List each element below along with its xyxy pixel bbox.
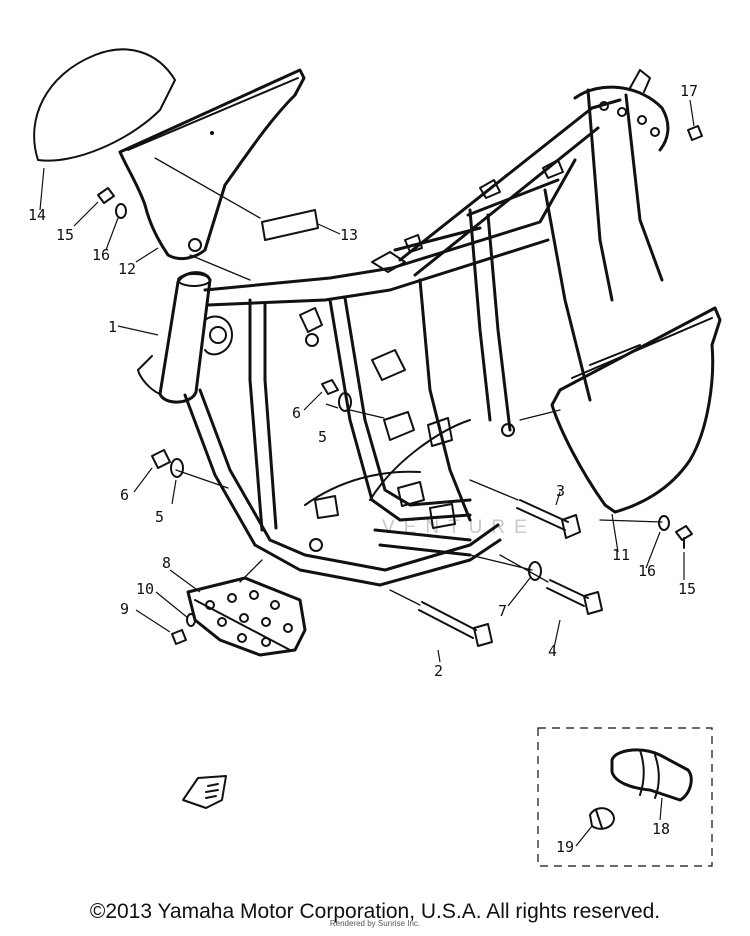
part-15-screw-right — [675, 525, 693, 549]
part-3-bolt — [516, 499, 581, 539]
callout-4: 4 — [548, 642, 557, 660]
part-9-bolt — [171, 629, 187, 645]
part-6-nut-upper — [321, 379, 339, 395]
part-15-screw-upper — [97, 187, 115, 204]
part-16-washer-upper — [115, 203, 127, 219]
part-19-cap — [589, 807, 615, 830]
part-10-washer — [186, 613, 196, 627]
callout-17: 17 — [680, 82, 698, 100]
part-1-frame — [137, 69, 670, 587]
assembly-lines — [154, 157, 663, 606]
callout-15-right: 15 — [678, 580, 696, 598]
render-credit-note: Rendered by Sunrise Inc. — [329, 919, 421, 928]
callout-3: 3 — [556, 482, 565, 500]
part-12-front-plate — [118, 68, 306, 261]
callout-6-upper: 6 — [292, 404, 301, 422]
leader-lines — [39, 99, 695, 847]
callout-labels: 1 2 3 4 5 5 6 6 7 8 9 10 11 12 13 14 15 … — [28, 82, 698, 856]
watermark-text: VENTURE — [382, 517, 536, 538]
part-14-number-plate — [33, 48, 176, 162]
callout-15-upper: 15 — [56, 226, 74, 244]
callout-7: 7 — [498, 602, 507, 620]
callout-18: 18 — [652, 820, 670, 838]
part-5-washer-lower — [170, 458, 184, 478]
part-6-nut-lower — [151, 449, 171, 469]
part-13-decal — [261, 209, 319, 241]
part-18-boot — [610, 748, 693, 802]
watermark: VENTURE — [382, 517, 536, 538]
callout-16-right: 16 — [638, 562, 656, 580]
callout-1: 1 — [108, 318, 117, 336]
callout-12: 12 — [118, 260, 136, 278]
part-11-side-cover — [550, 306, 722, 514]
callout-10: 10 — [136, 580, 154, 598]
callout-8: 8 — [162, 554, 171, 572]
tag-label — [182, 775, 227, 809]
callout-6-lower: 6 — [120, 486, 129, 504]
part-5-washer-upper — [338, 392, 352, 412]
part-17-bolt — [687, 125, 703, 141]
callout-5-upper: 5 — [318, 428, 327, 446]
callout-9: 9 — [120, 600, 129, 618]
callout-13: 13 — [340, 226, 358, 244]
part-16-washer-right — [658, 515, 670, 531]
callout-11: 11 — [612, 546, 630, 564]
part-2-long-bolt — [418, 601, 493, 647]
optional-parts-box — [537, 727, 713, 867]
part-8-skid-plate — [186, 576, 307, 657]
callout-14: 14 — [28, 206, 46, 224]
copyright-notice: ©2013 Yamaha Motor Corporation, U.S.A. A… — [89, 900, 661, 923]
callout-5-lower: 5 — [155, 508, 164, 526]
callout-19: 19 — [556, 838, 574, 856]
part-4-bolt — [546, 579, 603, 615]
callout-2: 2 — [434, 662, 443, 680]
callout-16-upper: 16 — [92, 246, 110, 264]
